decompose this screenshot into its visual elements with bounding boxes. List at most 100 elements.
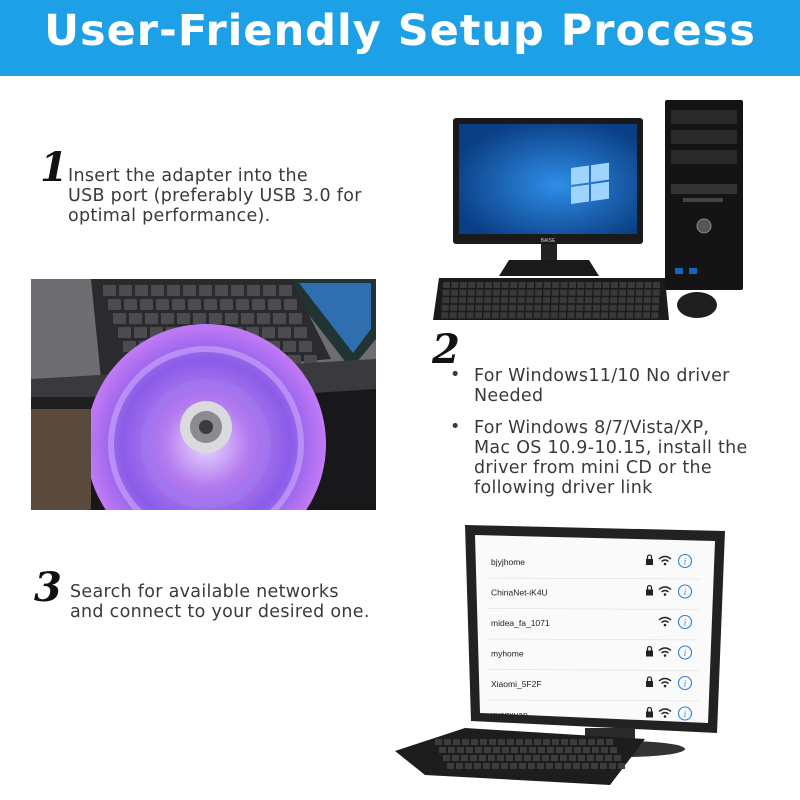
keyboard-key xyxy=(584,304,592,311)
keyboard-key xyxy=(602,289,610,296)
keyboard-key xyxy=(561,739,568,745)
svg-text:i: i xyxy=(684,557,687,567)
laptop-key xyxy=(284,299,297,310)
keyboard-key xyxy=(529,747,536,753)
keyboard-key xyxy=(618,763,625,769)
keyboard-key xyxy=(609,763,616,769)
wifi-icon xyxy=(658,586,672,596)
keyboard-key xyxy=(502,747,509,753)
keyboard-key xyxy=(560,282,568,288)
keyboard-key xyxy=(524,755,531,761)
info-icon[interactable]: i xyxy=(677,584,693,599)
keyboard-key xyxy=(444,739,451,745)
keyboard-key xyxy=(610,747,617,753)
keyboard-key xyxy=(442,297,450,304)
keyboard-key xyxy=(533,312,541,319)
keyboard-key xyxy=(458,312,466,319)
wifi-network-name: xuanxuan xyxy=(491,710,528,720)
svg-text:i: i xyxy=(684,709,687,719)
monitor-brand: BAISE xyxy=(541,238,556,244)
wifi-network-row[interactable]: Xiaomi_5F2F i xyxy=(486,675,701,702)
keyboard-key xyxy=(605,755,612,761)
keyboard-key xyxy=(627,297,634,304)
keyboard-key xyxy=(618,297,626,304)
keyboard-key xyxy=(577,282,585,288)
info-icon[interactable]: i xyxy=(677,706,693,721)
keyboard-key xyxy=(601,297,609,304)
keyboard-key xyxy=(467,297,475,304)
keyboard-key xyxy=(510,282,518,288)
keyboard-key xyxy=(593,304,600,311)
keyboard-key xyxy=(609,304,617,311)
keyboard-key xyxy=(466,312,474,319)
keyboard-key xyxy=(493,747,500,753)
keyboard-key xyxy=(509,304,516,311)
laptop-key xyxy=(156,299,169,310)
keyboard-key xyxy=(465,763,472,769)
step-1-line: Insert the adapter into the xyxy=(68,166,308,186)
keyboard-key xyxy=(543,739,550,745)
keyboard-key xyxy=(653,282,660,288)
info-icon[interactable]: i xyxy=(677,553,693,569)
keyboard-key xyxy=(533,755,540,761)
keyboard-key xyxy=(534,297,542,304)
laptop-key xyxy=(247,285,260,296)
keyboard-key xyxy=(509,289,517,296)
keyboard-key xyxy=(576,297,584,304)
keyboard-key xyxy=(583,747,590,753)
laptop-key xyxy=(268,299,281,310)
keyboard-key xyxy=(517,297,525,304)
keyboard-key xyxy=(551,297,559,304)
keyboard-key xyxy=(636,282,644,288)
info-icon[interactable]: i xyxy=(677,675,693,691)
laptop-key xyxy=(294,327,307,338)
wifi-network-row[interactable]: xuanxuan i xyxy=(491,706,693,721)
laptop-key xyxy=(225,313,238,324)
info-icon[interactable]: i xyxy=(677,645,693,660)
keyboard-key xyxy=(435,739,442,745)
keyboard-key xyxy=(517,304,525,311)
keyboard-key xyxy=(585,297,592,304)
keyboard-key xyxy=(596,755,603,761)
keyboard-key xyxy=(588,739,595,745)
step-2-number: 2 xyxy=(432,326,460,373)
keyboard-key xyxy=(635,297,643,304)
keyboard-key xyxy=(611,282,618,288)
laptop-key xyxy=(113,313,126,324)
keyboard-key xyxy=(567,312,575,319)
keyboard-key xyxy=(497,755,504,761)
laptop-key xyxy=(289,313,302,324)
keyboard-key xyxy=(449,312,457,319)
bullet-dot: • xyxy=(450,417,461,437)
keyboard-key xyxy=(484,297,492,304)
keyboard-key xyxy=(569,282,576,288)
wifi-network-name: Xiaomi_5F2F xyxy=(491,679,542,689)
laptop-key xyxy=(215,285,228,296)
keyboard-key xyxy=(652,289,660,296)
monitor-neck xyxy=(541,244,557,260)
info-icon[interactable]: i xyxy=(677,614,693,630)
keyboard-key xyxy=(579,739,586,745)
keyboard-key xyxy=(476,282,484,288)
keyboard-key xyxy=(451,289,458,296)
keyboard-key xyxy=(546,763,553,769)
keyboard-key xyxy=(448,747,455,753)
step-2-bullet-1: • For Windows11/10 No driver Needed xyxy=(450,365,730,406)
keyboard-key xyxy=(587,755,594,761)
mouse xyxy=(677,292,717,318)
keyboard-key xyxy=(450,304,458,311)
svg-text:i: i xyxy=(684,618,687,628)
keyboard-key xyxy=(492,297,500,304)
keyboard-key xyxy=(511,747,518,753)
laptop-key xyxy=(231,285,244,296)
laptop-key xyxy=(220,299,233,310)
keyboard-key xyxy=(488,755,495,761)
keyboard-key xyxy=(485,282,492,288)
monitor-base xyxy=(499,260,599,276)
wifi-icon xyxy=(658,555,672,566)
keyboard-key xyxy=(527,282,534,288)
